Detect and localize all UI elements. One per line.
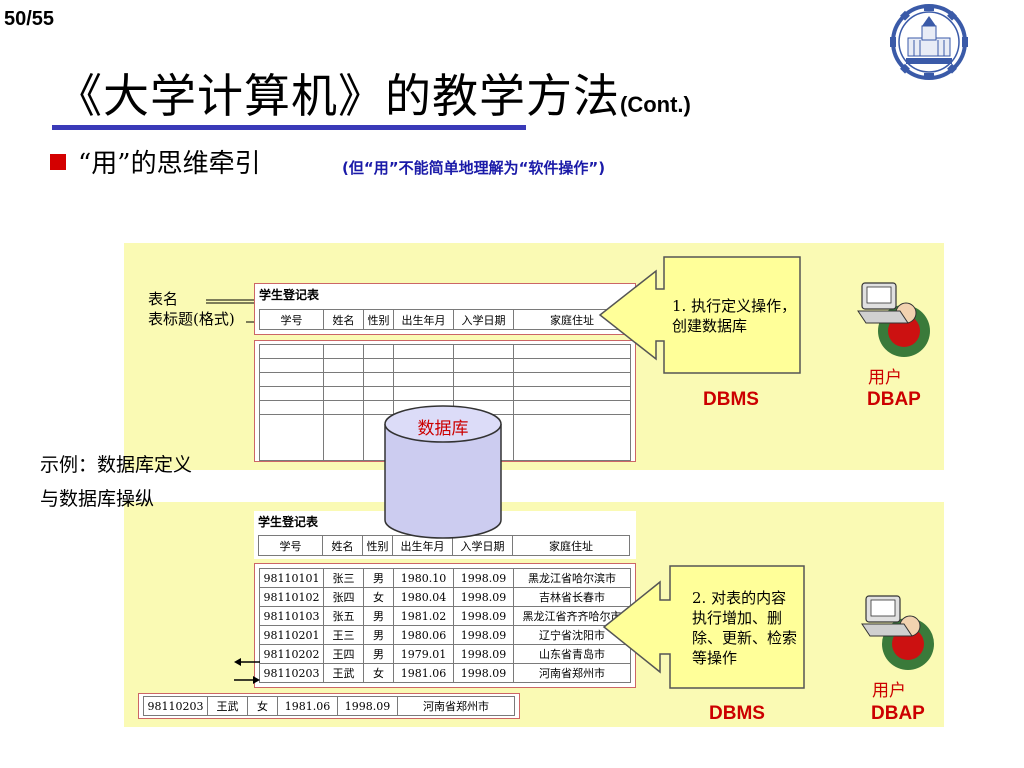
user-label-2: 用户: [872, 681, 906, 701]
table-row: 98110103 张五 男 1981.02 1998.09 黑龙江省齐齐哈尔市: [259, 606, 631, 626]
register-data-table: 98110101 张三 男 1980.10 1998.09 黑龙江省哈尔滨市 9…: [259, 568, 631, 683]
table-row: 98110201 王三 男 1980.06 1998.09 辽宁省沈阳市: [259, 625, 631, 645]
database-label: 数据库: [417, 419, 469, 439]
bullet-note: (但“用”不能简单地理解为“软件操作”): [342, 159, 606, 177]
col-header-name: 姓名: [323, 309, 364, 330]
university-logo: [890, 4, 968, 80]
table-row: 98110202 王四 男 1979.01 1998.09 山东省青岛市: [259, 644, 631, 664]
register-data-frame: 98110101 张三 男 1980.10 1998.09 黑龙江省哈尔滨市 9…: [254, 563, 636, 688]
cell-birth: 1980.04: [393, 587, 454, 607]
table-row: 98110101 张三 男 1980.10 1998.09 黑龙江省哈尔滨市: [259, 568, 631, 588]
register-header-table-2: 学号 姓名 性别 出生年月 入学日期 家庭住址: [258, 535, 630, 556]
cell-id: 98110203: [259, 663, 324, 683]
label-pointer-lines: [206, 299, 254, 323]
dbms-label-2: DBMS: [709, 703, 765, 724]
cell-address: 黑龙江省齐齐哈尔市: [513, 606, 631, 626]
cell-gender: 男: [363, 606, 394, 626]
dbap-label-1: DBAP: [867, 389, 921, 410]
cell-enroll: 1998.09: [453, 625, 514, 645]
col-header-id-2: 学号: [258, 535, 323, 556]
register-title: 学生登记表: [255, 284, 635, 305]
col-header-birth-2: 出生年月: [392, 535, 453, 556]
example-text-line1: 示例：数据库定义: [40, 454, 193, 476]
cell-birth: 1981.02: [393, 606, 454, 626]
col-header-enroll: 入学日期: [453, 309, 514, 330]
row-move-arrows: [234, 658, 260, 684]
dbms-label-1: DBMS: [703, 389, 759, 410]
cell-gender: 男: [363, 644, 394, 664]
cell-id: 98110202: [259, 644, 324, 664]
cell-name: 王武: [207, 696, 248, 716]
cell-enroll: 1998.09: [453, 606, 514, 626]
title-underline: [52, 125, 526, 130]
register-header-table: 学号 姓名 性别 出生年月 入学日期 家庭住址: [259, 309, 631, 330]
slide-title: 《大学计算机》的教学方法(Cont.): [56, 60, 691, 126]
database-cylinder-icon: [384, 405, 502, 539]
cell-id: 98110201: [259, 625, 324, 645]
cell-id: 98110203: [143, 696, 208, 716]
col-header-birth: 出生年月: [393, 309, 454, 330]
cell-address: 山东省青岛市: [513, 644, 631, 664]
cell-id: 98110101: [259, 568, 324, 588]
bullet-text: “用”的思维牵引: [78, 149, 261, 179]
cell-birth: 1980.10: [393, 568, 454, 588]
user-label-1: 用户: [868, 368, 902, 388]
table-row: 98110102 张四 女 1980.04 1998.09 吉林省长春市: [259, 587, 631, 607]
cell-enroll: 1998.09: [337, 696, 398, 716]
cell-id: 98110102: [259, 587, 324, 607]
bullet-square-icon: [50, 154, 66, 170]
col-header-address-2: 家庭住址: [512, 535, 630, 556]
cell-name: 王三: [323, 625, 364, 645]
example-text-line2: 与数据库操纵: [40, 488, 155, 510]
extra-row-frame: 98110203 王武 女 1981.06 1998.09 河南省郑州市: [138, 693, 520, 719]
title-suffix: (Cont.): [620, 92, 691, 117]
title-main: 《大学计算机》的教学方法: [56, 69, 620, 123]
extra-row-table: 98110203 王武 女 1981.06 1998.09 河南省郑州市: [143, 696, 515, 716]
cell-birth: 1981.06: [277, 696, 338, 716]
cell-address: 黑龙江省哈尔滨市: [513, 568, 631, 588]
col-header-id: 学号: [259, 309, 324, 330]
cell-address: 河南省郑州市: [513, 663, 631, 683]
dbap-label-2: DBAP: [871, 703, 925, 724]
register-header-frame-top: 学生登记表 学号 姓名 性别 出生年月 入学日期 家庭住址: [254, 283, 636, 335]
step2-arrow: [602, 565, 805, 689]
user-computer-icon-2: [861, 595, 934, 670]
cell-enroll: 1998.09: [453, 587, 514, 607]
cell-gender: 男: [363, 625, 394, 645]
step1-text: 1. 执行定义操作，创建数据库: [672, 297, 797, 335]
cell-enroll: 1998.09: [453, 644, 514, 664]
table-name-label: 表名: [148, 290, 179, 308]
cell-name: 张五: [323, 606, 364, 626]
step2-text: 2. 对表的内容执行增加、删除、更新、检索等操作: [692, 589, 798, 667]
cell-birth: 1981.06: [393, 663, 454, 683]
cell-birth: 1980.06: [393, 625, 454, 645]
col-header-gender: 性别: [363, 309, 394, 330]
table-heading-label: 表标题(格式): [148, 310, 235, 328]
cell-enroll: 1998.09: [453, 568, 514, 588]
cell-address: 河南省郑州市: [397, 696, 515, 716]
table-row: 98110203 王武 女 1981.06 1998.09 河南省郑州市: [143, 696, 515, 716]
table-row: 98110203 王武 女 1981.06 1998.09 河南省郑州市: [259, 663, 631, 683]
cell-gender: 男: [363, 568, 394, 588]
step1-arrow: [598, 256, 801, 374]
cell-name: 张四: [323, 587, 364, 607]
cell-id: 98110103: [259, 606, 324, 626]
col-header-name-2: 姓名: [322, 535, 363, 556]
cell-gender: 女: [247, 696, 278, 716]
cell-name: 王四: [323, 644, 364, 664]
cell-birth: 1979.01: [393, 644, 454, 664]
user-computer-icon: [857, 282, 930, 357]
cell-name: 王武: [323, 663, 364, 683]
cell-gender: 女: [363, 663, 394, 683]
cell-enroll: 1998.09: [453, 663, 514, 683]
cell-gender: 女: [363, 587, 394, 607]
page-number: 50/55: [4, 8, 55, 30]
cell-name: 张三: [323, 568, 364, 588]
